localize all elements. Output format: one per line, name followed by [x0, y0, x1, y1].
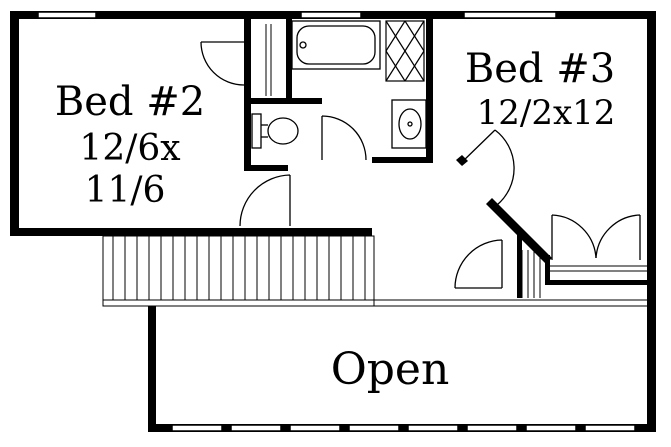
closet-shelf	[265, 24, 272, 96]
bed2-name: Bed #2	[55, 79, 205, 125]
diagonal-wall	[486, 198, 552, 264]
closet-shelf-bed3	[550, 265, 647, 272]
linen-cabinet	[385, 20, 425, 82]
bed2-dim-width: 12/6x	[79, 128, 180, 169]
sink	[391, 99, 427, 149]
stairs	[102, 235, 656, 307]
top-windows	[37, 11, 557, 19]
bed3-name: Bed #3	[465, 46, 615, 92]
doors	[200, 41, 641, 289]
bed3-dim: 12/2x12	[477, 93, 616, 133]
bathtub	[291, 20, 381, 70]
toilet	[251, 113, 299, 149]
interior-walls	[244, 11, 656, 298]
bottom-windows	[171, 424, 636, 432]
open-name: Open	[331, 344, 450, 395]
bed3-door-jamb	[456, 155, 468, 166]
bed2-dim-length: 11/6	[85, 170, 166, 211]
stair-treads-right	[521, 250, 541, 298]
stair-treads	[112, 236, 366, 300]
